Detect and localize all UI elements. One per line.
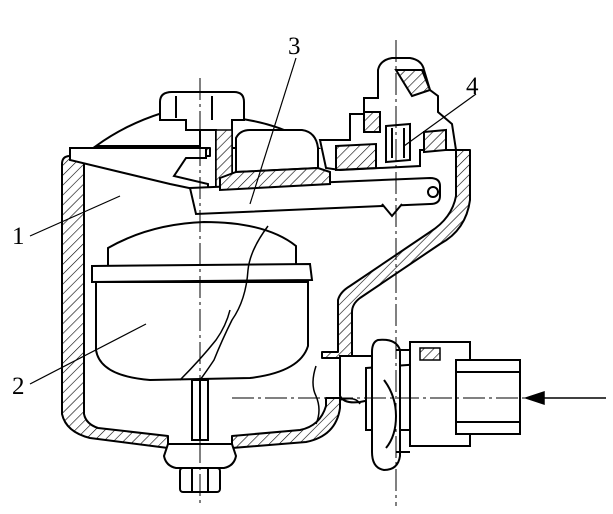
inlet-fitting-hatch bbox=[419, 347, 441, 361]
leader-line-4 bbox=[403, 93, 477, 147]
float bbox=[91, 220, 314, 382]
inlet-fitting bbox=[339, 338, 521, 472]
leader-lines bbox=[29, 57, 477, 385]
float-cutaway-line-2 bbox=[179, 309, 231, 381]
lid-flange bbox=[69, 147, 209, 194]
float-cutaway-line bbox=[199, 225, 269, 381]
callout-3: 3 bbox=[288, 33, 301, 60]
callout-2: 2 bbox=[12, 373, 25, 400]
inlet-flow-arrow bbox=[523, 390, 606, 406]
leader-line-3 bbox=[249, 57, 297, 205]
leader-line-2 bbox=[29, 323, 147, 385]
internal-passage-2 bbox=[339, 397, 361, 405]
callout-1: 1 bbox=[12, 223, 25, 250]
internal-passage bbox=[312, 365, 320, 425]
guide-block bbox=[219, 129, 331, 192]
callout-4: 4 bbox=[466, 73, 479, 100]
valve-seat-assembly bbox=[318, 57, 458, 172]
center-lines bbox=[199, 40, 530, 506]
lever-pivot-pin bbox=[427, 186, 439, 198]
leader-line-1 bbox=[29, 195, 121, 237]
